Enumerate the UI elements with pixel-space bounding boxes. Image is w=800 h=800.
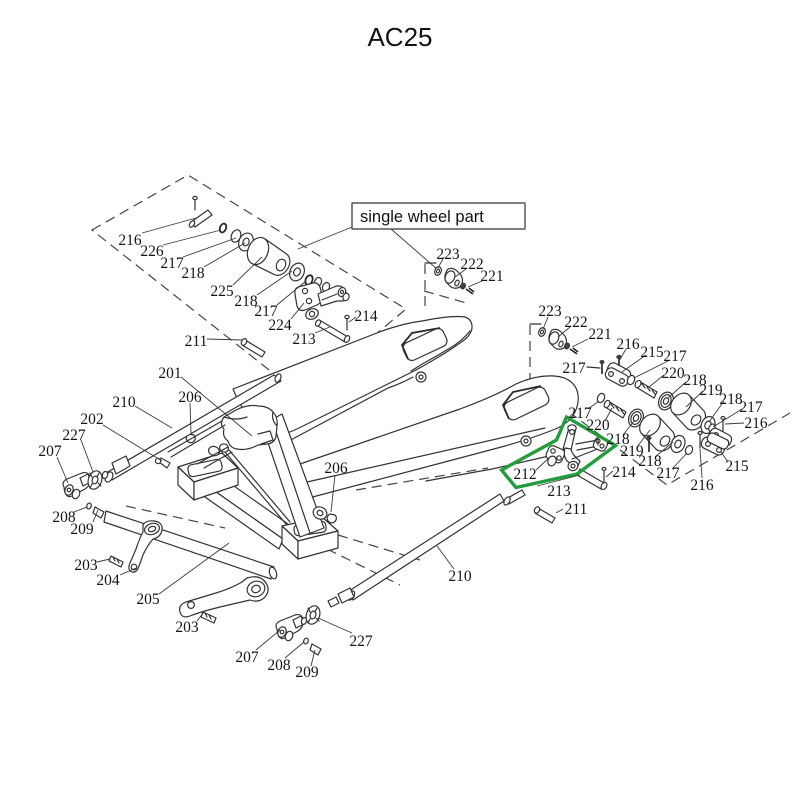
svg-text:215: 215 [725, 458, 749, 475]
svg-text:201: 201 [158, 365, 181, 382]
svg-text:213: 213 [292, 331, 316, 348]
svg-text:218: 218 [181, 265, 205, 282]
svg-text:214: 214 [354, 308, 378, 325]
svg-text:227: 227 [62, 427, 86, 444]
svg-text:219: 219 [620, 443, 644, 460]
svg-text:218: 218 [638, 453, 662, 470]
svg-text:211: 211 [565, 501, 588, 518]
svg-text:217: 217 [562, 360, 586, 377]
svg-text:222: 222 [460, 256, 483, 273]
svg-text:217: 217 [656, 465, 680, 482]
svg-text:216: 216 [118, 232, 142, 249]
svg-text:single wheel part: single wheel part [360, 208, 484, 226]
svg-text:213: 213 [547, 483, 571, 500]
svg-text:206: 206 [178, 389, 202, 406]
svg-text:218: 218 [606, 431, 630, 448]
svg-text:220: 220 [661, 365, 685, 382]
svg-text:226: 226 [140, 243, 164, 260]
svg-text:227: 227 [349, 633, 373, 650]
svg-text:215: 215 [640, 344, 664, 361]
svg-text:204: 204 [96, 572, 120, 589]
svg-text:208: 208 [52, 509, 76, 526]
svg-text:218: 218 [719, 391, 743, 408]
svg-text:221: 221 [588, 326, 611, 343]
svg-text:202: 202 [80, 411, 103, 428]
svg-text:216: 216 [616, 336, 640, 353]
svg-text:217: 217 [254, 303, 278, 320]
svg-text:210: 210 [448, 568, 472, 585]
svg-text:225: 225 [210, 283, 234, 300]
svg-text:205: 205 [136, 591, 160, 608]
svg-text:210: 210 [112, 394, 136, 411]
svg-text:217: 217 [663, 348, 687, 365]
svg-text:222: 222 [564, 314, 587, 331]
svg-text:220: 220 [586, 417, 610, 434]
svg-text:212: 212 [513, 466, 536, 483]
svg-text:224: 224 [268, 317, 292, 334]
svg-text:214: 214 [612, 464, 636, 481]
svg-text:217: 217 [568, 405, 592, 422]
svg-text:AC25: AC25 [367, 22, 432, 52]
svg-text:223: 223 [436, 246, 460, 263]
svg-text:209: 209 [70, 521, 94, 538]
svg-text:218: 218 [234, 293, 258, 310]
svg-text:217: 217 [160, 255, 184, 272]
svg-text:216: 216 [744, 415, 768, 432]
svg-text:207: 207 [38, 443, 62, 460]
svg-text:203: 203 [175, 619, 199, 636]
svg-text:209: 209 [295, 664, 319, 681]
svg-text:203: 203 [74, 557, 98, 574]
svg-text:216: 216 [690, 477, 714, 494]
svg-text:217: 217 [739, 399, 763, 416]
svg-text:221: 221 [480, 268, 503, 285]
svg-text:208: 208 [267, 657, 291, 674]
svg-text:207: 207 [235, 649, 259, 666]
svg-text:223: 223 [538, 303, 562, 320]
svg-text:218: 218 [683, 372, 707, 389]
svg-text:206: 206 [324, 460, 348, 477]
svg-text:211: 211 [185, 333, 208, 350]
svg-text:219: 219 [699, 382, 723, 399]
